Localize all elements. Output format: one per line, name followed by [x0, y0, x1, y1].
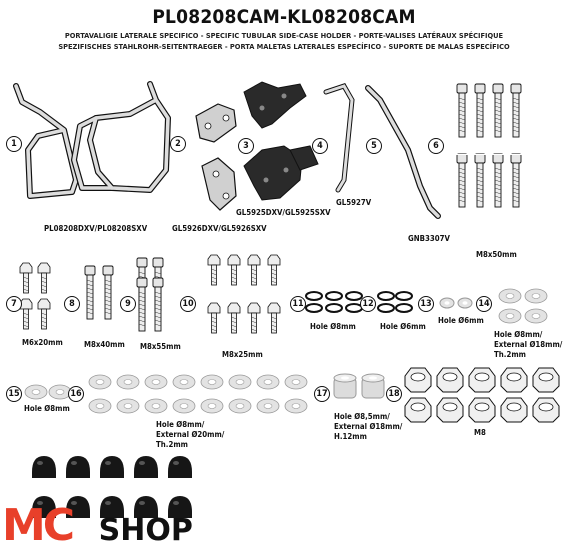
bracket-plates: [195, 103, 237, 211]
part-number-6: 6: [428, 138, 444, 154]
washers-8-ext20: [88, 374, 308, 414]
label-nuts-m8: M8: [474, 428, 486, 437]
bolts-m8x50: [456, 83, 522, 208]
bolts-m8x40: [84, 265, 114, 320]
label-hole-6-lock: Hole Ø6mm: [380, 322, 426, 331]
part-number-11: 11: [290, 296, 306, 312]
bolts-m6x20: [19, 262, 51, 330]
label-washer-ext20-line3: Th.2mm: [156, 440, 188, 449]
part-number-18: 18: [386, 386, 402, 402]
part-number-10: 10: [180, 296, 196, 312]
part-number-13: 13: [418, 296, 434, 312]
washers-8: [24, 384, 72, 400]
label-m8x40: M8x40mm: [84, 340, 125, 349]
part-number-2: 2: [170, 136, 186, 152]
part-number-14: 14: [476, 296, 492, 312]
label-support-bar: GL5927V: [336, 198, 372, 207]
part-number-15: 15: [6, 386, 22, 402]
part-number-4: 4: [312, 138, 328, 154]
logo-text-mc: MC: [2, 500, 75, 551]
part-number-1: 1: [6, 136, 22, 152]
label-m8x55: M8x55mm: [140, 342, 181, 351]
label-hole-6-washer: Hole Ø6mm: [438, 316, 484, 325]
subtitle-line-2: SPEZIFISCHES STAHLROHR-SEITENTRAEGER - P…: [58, 42, 510, 51]
lock-washers-6: [377, 291, 413, 313]
label-long-bar: GNB3307V: [408, 234, 450, 243]
label-washer-ext20-line1: Hole Ø8mm/: [156, 420, 205, 429]
lock-washers-8: [305, 291, 363, 313]
label-washer-ext18-line2: External Ø18mm/: [494, 340, 563, 349]
bolts-m8x25: [207, 254, 281, 334]
washers-6: [439, 297, 473, 309]
label-spacer-line2: External Ø18mm/: [334, 422, 403, 431]
part-number-16: 16: [68, 386, 84, 402]
document-title: PL08208CAM-KL08208CAM: [152, 6, 416, 28]
washers-8-ext18: [498, 288, 548, 324]
mcshop-logo: MC SHOP: [2, 500, 193, 551]
nuts-m8: [404, 367, 560, 423]
label-frames: PL08208DXV/PL08208SXV: [44, 224, 148, 233]
part-number-12: 12: [360, 296, 376, 312]
part-number-7: 7: [6, 296, 22, 312]
label-washer-8: Hole Ø8mm: [24, 404, 70, 413]
subtitle-line-1: PORTAVALIGIE LATERALE SPECIFICO - SPECIF…: [64, 31, 504, 40]
label-washer-ext20-line2: External Ø20mm/: [156, 430, 225, 439]
label-spacer-line1: Hole Ø8,5mm/: [334, 412, 390, 421]
label-dark-brackets: GL5925DXV/GL5925SXV: [236, 208, 331, 217]
label-m8x25: M8x25mm: [222, 350, 263, 359]
label-m6x20: M6x20mm: [22, 338, 63, 347]
part-number-8: 8: [64, 296, 80, 312]
part-number-5: 5: [366, 138, 382, 154]
label-spacer-line3: H.12mm: [334, 432, 367, 441]
label-washer-ext18-line3: Th.2mm: [494, 350, 526, 359]
label-m8x50: M8x50mm: [476, 250, 517, 259]
dark-brackets: [243, 81, 307, 201]
label-washer-ext18-line1: Hole Ø8mm/: [494, 330, 543, 339]
logo-text-shop: SHOP: [98, 513, 193, 548]
part-number-3: 3: [238, 138, 254, 154]
label-hole-8: Hole Ø8mm: [310, 322, 356, 331]
part-number-9: 9: [120, 296, 136, 312]
spacers: [333, 373, 385, 399]
label-plates: GL5926DXV/GL5926SXV: [172, 224, 267, 233]
part-number-17: 17: [314, 386, 330, 402]
